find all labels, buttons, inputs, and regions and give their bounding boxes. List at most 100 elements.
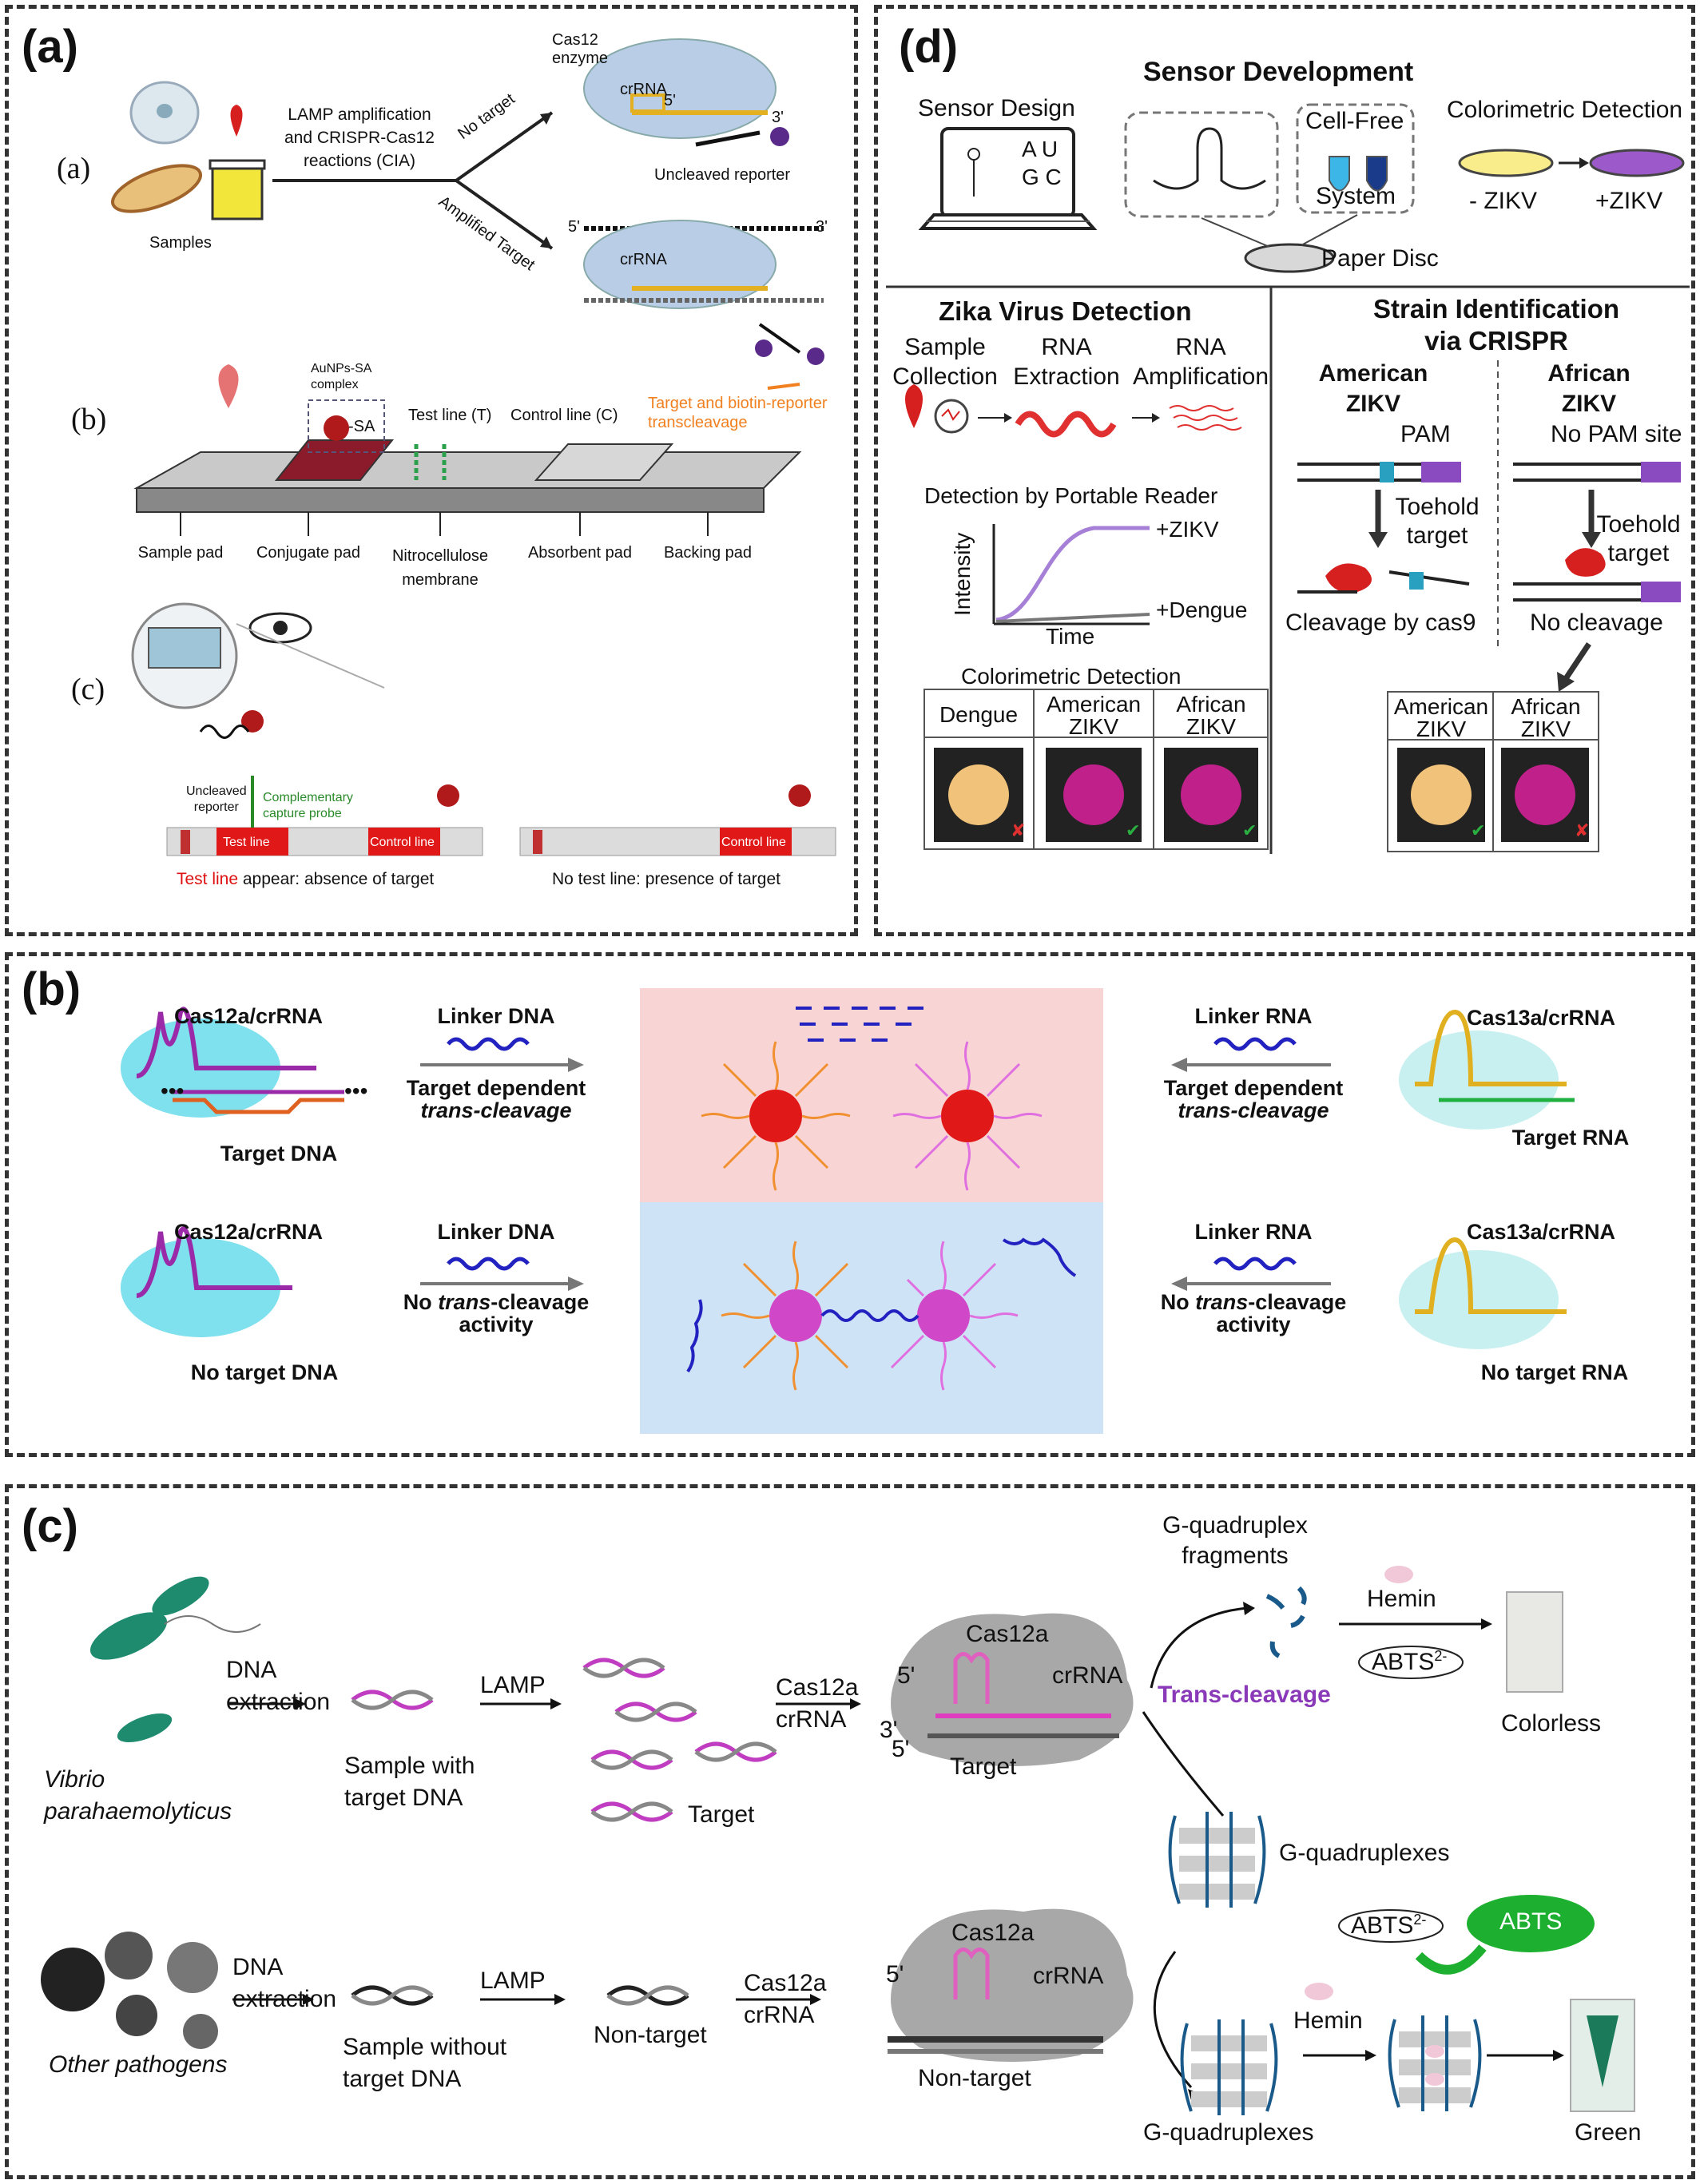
- lamp-label-2: LAMP: [480, 1968, 546, 1994]
- conjugate-pad: [274, 439, 395, 481]
- test-line-t-label: Test line (T): [408, 407, 492, 424]
- african-zikv-header: African ZIKV: [1547, 360, 1630, 417]
- cell-free-label: Cell-Free: [1305, 108, 1404, 134]
- non-target-label-2: Non-target: [918, 2065, 1031, 2091]
- svg-text:✘: ✘: [1575, 820, 1589, 840]
- linker-rna-top-label: Linker RNA: [1194, 1004, 1313, 1028]
- no-trans-right: No trans-cleavage: [1161, 1290, 1347, 1315]
- rna-strand-icon: [1015, 411, 1117, 438]
- aunps-complex-label: AuNPs-SA complex: [311, 362, 372, 391]
- minus-zikv-label: - ZIKV: [1469, 188, 1538, 214]
- caption-left-red: Test line: [177, 870, 239, 888]
- cas13-cloud-top-b: [1399, 1030, 1559, 1130]
- target-transcleave-label: Target and biotin-reporter transcleavage: [648, 395, 828, 431]
- trans-cleavage-right: trans-cleavage: [1178, 1098, 1329, 1122]
- cas12a-blob-2: [891, 1908, 1134, 2062]
- rna-extraction-label: RNA Extraction: [1013, 334, 1120, 390]
- red-sphere-2: [941, 1090, 994, 1142]
- target-dependent-left: Target dependent: [406, 1076, 586, 1100]
- american-zikv-col: American ZIKV: [1046, 692, 1142, 739]
- plus-dengue-curve-label: +Dengue: [1156, 598, 1248, 622]
- sub-a: (a): [57, 152, 91, 185]
- cas12-crrna-top-label: Cas12a/crRNA: [173, 1004, 324, 1028]
- panel-c-graphics: [41, 1566, 1635, 2115]
- absorbent-pad: [534, 443, 674, 481]
- trans-cleavage-left: trans-cleavage: [420, 1098, 572, 1122]
- cas12a-blob-1: [891, 1613, 1134, 1766]
- linker-dna-top-label: Linker DNA: [437, 1004, 555, 1028]
- non-target-label: Non-target: [594, 2022, 707, 2048]
- five-prime-c2: 5': [892, 1736, 910, 1762]
- aunp-icon: [324, 415, 349, 441]
- activity-left: activity: [459, 1312, 534, 1336]
- caption-left-rest: appear: absence of target: [238, 870, 435, 888]
- detection-reader-label: Detection by Portable Reader: [924, 483, 1218, 508]
- conjugate-pad-label: Conjugate pad: [256, 544, 361, 562]
- toehold-target-2: Toehold target: [1596, 511, 1681, 566]
- magenta-sphere-2: [917, 1289, 970, 1342]
- no-trans-right-c: -cleavage: [1248, 1290, 1347, 1314]
- african-zikv-col-2: African ZIKV: [1511, 694, 1581, 741]
- panel-b-graphics: ••• •••: [121, 988, 1575, 1434]
- panel-a-label: (a): [22, 21, 78, 73]
- abts-text: ABTS: [1372, 1649, 1435, 1675]
- zikv-curve: [995, 526, 1150, 622]
- african-spot: [1181, 764, 1241, 825]
- american-dna: [1297, 462, 1461, 482]
- pink-box: [640, 988, 1103, 1202]
- cas12-cloud-top: [583, 38, 777, 139]
- sample-pad-label: Sample pad: [137, 544, 224, 562]
- dna-extraction-label: DNA extraction: [226, 1657, 331, 1715]
- sensor-design-label: Sensor Design: [918, 95, 1075, 121]
- african-dna: [1513, 462, 1681, 482]
- abts2-sup: 2-: [1413, 1912, 1427, 1928]
- hemin-label-2: Hemin: [1293, 2007, 1363, 2034]
- colorless-tube-icon: [1506, 1591, 1563, 1693]
- crrna-label-2: crRNA: [1033, 1963, 1104, 1989]
- test-line-label: Test line: [223, 836, 270, 849]
- uncleaved-reporter-label-2: Uncleaved reporter: [186, 784, 247, 814]
- colorimetric-detection-label-2: Colorimetric Detection: [961, 664, 1182, 689]
- target-rna-label: Target RNA: [1511, 1126, 1630, 1150]
- dengue-col: Dengue: [939, 702, 1019, 727]
- disc-plus-zikv: [1589, 149, 1685, 177]
- crrna-label-2: crRNA: [620, 251, 667, 268]
- sample-without-label: Sample without target DNA: [343, 2034, 507, 2092]
- plus-zikv-label: +ZIKV: [1595, 188, 1663, 214]
- time-label: Time: [1046, 624, 1095, 649]
- american-spot: [1063, 764, 1124, 825]
- lamp-text: LAMP amplification and CRISPR-Cas12 reac…: [284, 105, 435, 170]
- sample-collection-label: Sample Collection: [892, 334, 998, 390]
- control-line-c-label: Control line (C): [510, 407, 618, 424]
- control-line-label-1: Control line: [370, 836, 435, 849]
- rna-amplified-icon: [1169, 405, 1242, 431]
- sample-cup-icon: [211, 163, 264, 220]
- hemin-icon-2: [1305, 1983, 1333, 2000]
- american-strain-spot: [1411, 764, 1472, 825]
- pathogen-icon: [41, 1948, 105, 2011]
- g-quadruplex-icon-1: [1168, 1812, 1266, 1908]
- rna-amplification-label: RNA Amplification: [1132, 334, 1269, 390]
- abts2-text: ABTS: [1351, 1912, 1414, 1939]
- no-trans-left: No trans-cleavage: [403, 1290, 590, 1315]
- dengue-spot: [948, 764, 1009, 825]
- panel-b-label: (b): [22, 963, 81, 1015]
- g-quadruplexes-label-2: G-quadruplexes: [1143, 2119, 1314, 2146]
- no-trans-right-b: trans: [1195, 1290, 1249, 1314]
- abts-label: ABTS2-: [1372, 1648, 1447, 1676]
- cleavage-cas9-label: Cleavage by cas9: [1285, 610, 1476, 636]
- au-text: A U: [1022, 137, 1059, 161]
- cas13-crrna-bottom-label: Cas13a/crRNA: [1466, 1220, 1616, 1244]
- panel-a-graphics: [110, 38, 836, 856]
- plus-zikv-curve-label: +ZIKV: [1156, 517, 1219, 542]
- colorimetric-detection-label: Colorimetric Detection: [1447, 97, 1683, 123]
- pam-label: PAM: [1400, 421, 1451, 447]
- control-line-label-2: Control line: [721, 836, 786, 849]
- vibrio-icon: [89, 1612, 168, 1660]
- dengue-curve: [995, 613, 1150, 623]
- target-label-2: Target: [950, 1753, 1017, 1780]
- dna-extraction-label-2: DNA extraction: [232, 1954, 337, 2012]
- target-dna-label: Target DNA: [220, 1142, 338, 1165]
- cas13-crrna-top-label: Cas13a/crRNA: [1466, 1006, 1616, 1030]
- lamp-label: LAMP: [480, 1672, 546, 1698]
